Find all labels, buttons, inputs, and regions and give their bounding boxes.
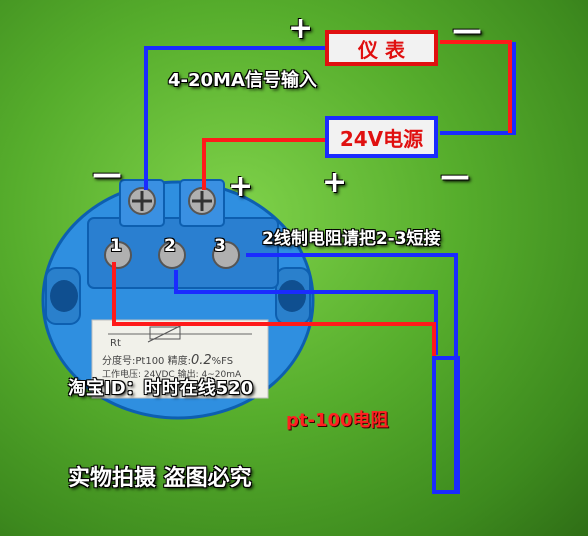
signal-input-label: 4-20MA信号输入 <box>168 70 317 91</box>
plate-power-output: 工作电压: 24VDC 输出: 4~20mA <box>102 367 241 380</box>
terminal-minus-sign: — <box>92 157 122 192</box>
terminal-screws <box>104 187 240 269</box>
power-minus-sign: — <box>440 159 470 194</box>
plate-graduation-value: Pt100 <box>135 356 165 367</box>
terminal-plus-sign: + <box>228 169 254 204</box>
plate-output: 输出: 4~20mA <box>177 370 242 380</box>
instrument-label: 仪 表 <box>358 37 405 62</box>
pt100-sensor <box>432 356 460 494</box>
terminal-2-number: 2 <box>164 236 176 256</box>
plate-accuracy-label: 精度: <box>167 356 191 367</box>
top-minus-sign: — <box>452 13 482 48</box>
watermark-text: 实物拍摄 盗图必究 <box>68 466 252 491</box>
power-label: 24V电源 <box>339 126 424 151</box>
power-box: 24V电源 <box>325 116 438 158</box>
plate-accuracy-value: 0.2 <box>190 353 212 368</box>
taobao-id: 淘宝ID：时时在线520 <box>68 378 254 399</box>
plate-rt: Rt <box>110 338 121 349</box>
top-plus-sign: + <box>288 11 314 46</box>
terminal-3-number: 3 <box>214 236 226 256</box>
plate-work-power: 工作电压: 24VDC <box>102 370 175 380</box>
instrument-box: 仪 表 <box>325 30 438 66</box>
plate-graduation-label: 分度号: <box>102 356 136 367</box>
red-wires <box>112 40 512 360</box>
power-plus-sign: + <box>322 165 348 200</box>
terminal-1-number: 1 <box>110 236 122 256</box>
plate-graduation: 分度号:Pt100 精度:0.2%FS <box>102 352 233 368</box>
plate-accuracy-unit: %FS <box>211 356 234 367</box>
two-wire-note: 2线制电阻请把2-3短接 <box>262 229 441 249</box>
pt100-label: pt-100电阻 <box>286 410 389 431</box>
